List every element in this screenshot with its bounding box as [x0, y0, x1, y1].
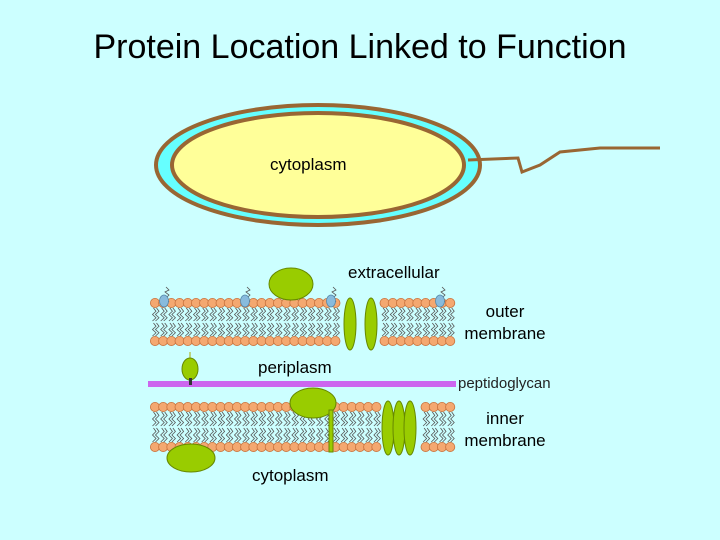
lipid-pair	[231, 401, 242, 452]
lipid-head	[445, 401, 456, 412]
lipid-pair	[223, 401, 234, 452]
lipid-pair	[387, 297, 398, 346]
inner-membrane-protein-1	[381, 400, 395, 456]
lipid-pair	[322, 297, 333, 346]
lipid-head	[445, 335, 456, 346]
lipid-pair	[174, 401, 185, 452]
extracellular-label: extracellular	[348, 263, 440, 282]
lipid-pair	[445, 401, 456, 452]
lipid-pair	[354, 401, 365, 452]
lipid-pair	[158, 401, 169, 452]
lipid-pair	[428, 401, 439, 452]
lipid-pair	[264, 297, 275, 346]
lipid-pair	[363, 401, 374, 452]
lipid-pair	[281, 401, 292, 452]
lipid-pair	[248, 297, 259, 346]
outer-membrane-porin-1	[343, 297, 357, 351]
lipid-pair	[256, 401, 267, 452]
extracellular-protein	[268, 267, 314, 301]
lipid-pair	[215, 401, 226, 452]
lipid-pair	[420, 401, 431, 452]
lipid-pair	[436, 297, 447, 346]
lipid-pair	[281, 297, 292, 346]
proteins	[166, 267, 417, 473]
lipid-pair	[338, 401, 349, 452]
lipid-head	[371, 401, 382, 412]
peptidoglycan-label: peptidoglycan	[458, 375, 551, 392]
lipid-pair	[412, 297, 423, 346]
lipid-pair	[215, 297, 226, 346]
outer-membrane-porin-2	[364, 297, 378, 351]
lipid-pair	[223, 297, 234, 346]
lipid-pair	[297, 297, 308, 346]
inner-membrane-label: inner membrane	[460, 408, 550, 452]
lipid-pair	[166, 297, 177, 346]
lipid-pair	[199, 401, 210, 452]
lipid-pair	[190, 297, 201, 346]
lipid-pair	[436, 401, 447, 452]
lipid-pair	[248, 401, 259, 452]
inner-membrane-protein-3	[403, 400, 417, 456]
cell-cytoplasm-label: cytoplasm	[270, 155, 347, 174]
lipid-pair	[264, 401, 275, 452]
lipid-pair	[182, 297, 193, 346]
cell-inner-wall	[170, 111, 466, 219]
lipid-pair	[395, 297, 406, 346]
lipid-pair	[207, 401, 218, 452]
lipid-head	[445, 297, 456, 308]
lipid-pair	[231, 297, 242, 346]
outer-membrane-label-line1: outer	[485, 302, 525, 321]
lipid-pair	[272, 297, 283, 346]
lipoprotein-stem	[189, 378, 192, 385]
lps-molecule	[240, 286, 251, 308]
inner-membrane-label-line1: inner	[486, 409, 524, 428]
lipid-pair	[256, 297, 267, 346]
lipid-pair	[272, 401, 283, 452]
lipid-pair	[149, 297, 160, 346]
inner-membrane-protein-2	[392, 400, 406, 456]
peptidoglycan-layer	[148, 381, 456, 387]
bacterial-cell	[154, 103, 660, 227]
lipid-pair	[149, 401, 160, 452]
lipid-pair	[289, 297, 300, 346]
outer-membrane-label-line2: membrane	[464, 324, 546, 343]
lipid-head	[445, 441, 456, 452]
lipid-pair	[445, 297, 456, 346]
lipid-pair	[404, 297, 415, 346]
flagellum	[467, 146, 660, 174]
bottom-cytoplasm-label: cytoplasm	[252, 466, 329, 485]
lps-molecule	[435, 286, 446, 308]
cytoplasmic-protein	[166, 443, 216, 473]
lipoprotein	[181, 357, 199, 381]
inner-membrane-label-line2: membrane	[464, 431, 546, 450]
lipid-pair	[346, 401, 357, 452]
lipid-pair	[174, 297, 185, 346]
outer-membrane	[149, 286, 456, 346]
lipid-pair	[379, 297, 390, 346]
page-title: Protein Location Linked to Function	[93, 28, 627, 66]
periplasmic-protein-anchor	[328, 409, 334, 453]
outer-membrane-label: outer membrane	[460, 301, 550, 345]
lipid-pair	[240, 401, 251, 452]
lipid-pair	[305, 297, 316, 346]
lipid-pair	[207, 297, 218, 346]
lipid-pair	[313, 297, 324, 346]
lipid-pair	[199, 297, 210, 346]
lipid-pair	[166, 401, 177, 452]
lipid-head	[371, 441, 382, 452]
lipid-head	[330, 335, 341, 346]
periplasmic-protein	[289, 387, 337, 419]
lipid-pair	[371, 401, 382, 452]
periplasm-label: periplasm	[258, 358, 332, 377]
lps-molecule	[326, 286, 337, 308]
lps-molecule	[159, 286, 170, 308]
lipid-pair	[420, 297, 431, 346]
